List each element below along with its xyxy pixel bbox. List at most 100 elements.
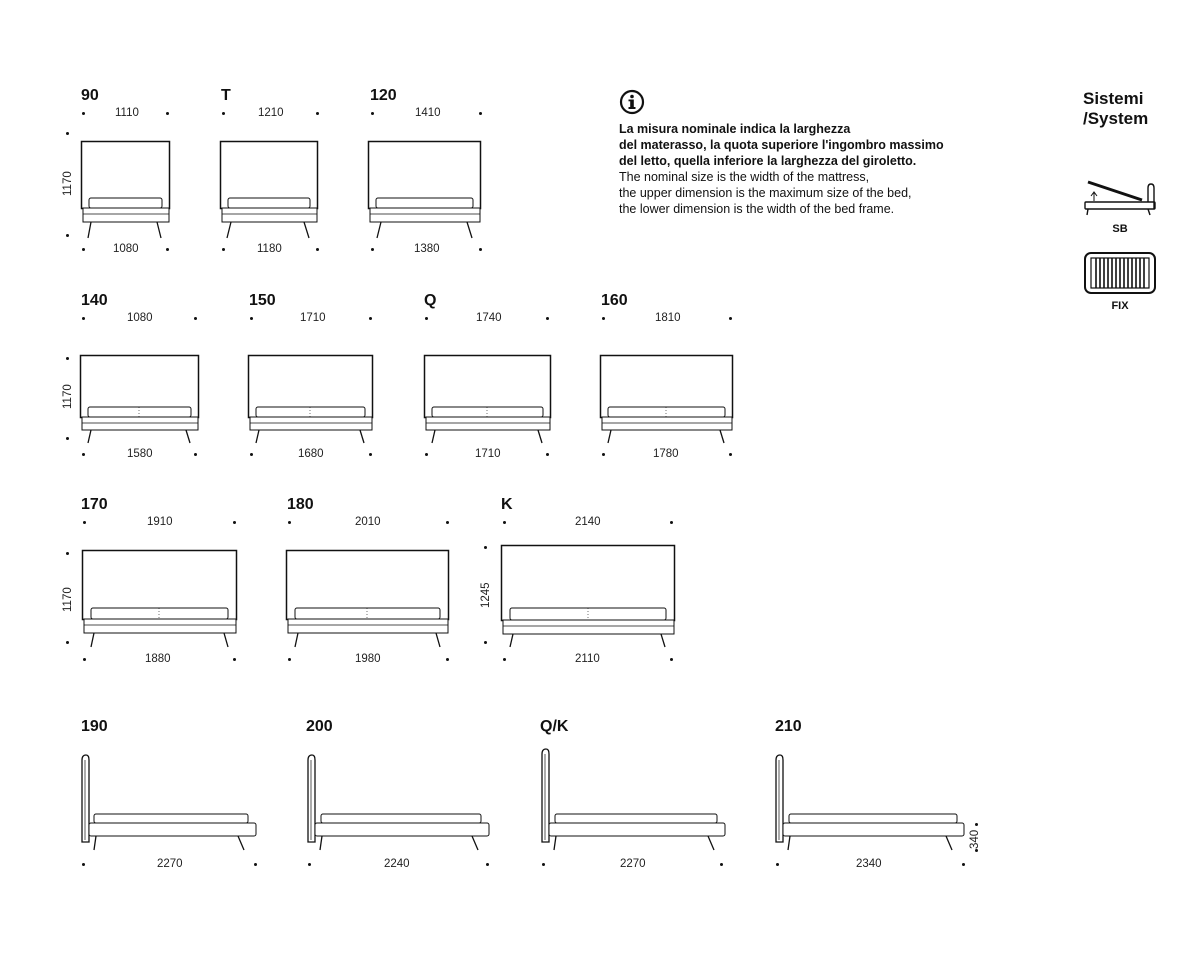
front-view-drawing: [79, 354, 200, 444]
size-code: 180: [287, 496, 314, 513]
dimension-dot: [486, 863, 489, 866]
front-view-drawing: [423, 354, 552, 444]
dimension-dot: [446, 658, 449, 661]
dimension-dot: [670, 521, 673, 524]
dimension-dot: [776, 863, 779, 866]
top-dimension: 1710: [300, 312, 326, 324]
info-line-it: del materasso, la quota superiore l'ingo…: [619, 138, 944, 152]
bottom-dimension: 1880: [145, 653, 171, 665]
info-line-it: del letto, quella inferiore la larghezza…: [619, 154, 917, 168]
size-code: T: [221, 87, 231, 104]
top-dimension: 1740: [476, 312, 502, 324]
dimension-dot: [66, 437, 69, 440]
dimension-dot: [82, 112, 85, 115]
size-code: K: [501, 496, 513, 513]
height-dimension: 1245: [480, 582, 492, 608]
dimension-dot: [720, 863, 723, 866]
front-view-drawing: [285, 549, 450, 648]
system-item-fix: FIX: [1083, 251, 1157, 312]
length-dimension: 2270: [620, 858, 646, 870]
dimension-dot: [729, 453, 732, 456]
top-dimension: 1080: [127, 312, 153, 324]
dimension-dot: [371, 112, 374, 115]
dimension-dot: [484, 546, 487, 549]
systems-title: Sistemi: [1083, 89, 1144, 108]
dimension-dot: [250, 453, 253, 456]
dimension-dot: [425, 317, 428, 320]
front-view-drawing: [81, 549, 238, 648]
dimension-dot: [83, 658, 86, 661]
dimension-dot: [446, 521, 449, 524]
dimension-dot: [602, 317, 605, 320]
info-line-it: La misura nominale indica la larghezza: [619, 122, 851, 136]
fixed-slats-icon: [1084, 252, 1156, 294]
length-dimension: 2240: [384, 858, 410, 870]
length-dimension: 2340: [856, 858, 882, 870]
dimension-dot: [546, 317, 549, 320]
dimension-dot: [308, 863, 311, 866]
size-code: Q/K: [540, 718, 569, 735]
front-view-drawing: [500, 544, 676, 648]
dimension-dot: [542, 863, 545, 866]
bottom-dimension: 1780: [653, 448, 679, 460]
dimension-dot: [484, 641, 487, 644]
top-dimension: 2140: [575, 516, 601, 528]
dimension-dot: [233, 521, 236, 524]
dimension-dot: [975, 849, 978, 852]
dimension-dot: [222, 248, 225, 251]
dimension-dot: [83, 521, 86, 524]
dimension-dot: [166, 248, 169, 251]
dimension-dot: [288, 521, 291, 524]
dimension-dot: [479, 112, 482, 115]
system-label: SB: [1112, 223, 1128, 235]
size-code: 90: [81, 87, 99, 104]
dimension-dot: [975, 823, 978, 826]
dimension-dot: [66, 357, 69, 360]
dimension-dot: [670, 658, 673, 661]
side-height-dimension: 340: [969, 829, 981, 849]
size-code: 120: [370, 87, 397, 104]
bottom-dimension: 1980: [355, 653, 381, 665]
system-label: FIX: [1111, 300, 1129, 312]
dimension-dot: [66, 132, 69, 135]
dimension-dot: [250, 317, 253, 320]
dimension-dot: [369, 317, 372, 320]
info-line-en: The nominal size is the width of the mat…: [619, 170, 870, 184]
dimension-dot: [371, 248, 374, 251]
dimension-dot: [82, 863, 85, 866]
length-dimension: 2270: [157, 858, 183, 870]
systems-subtitle: /System: [1083, 109, 1149, 128]
bottom-dimension: 1380: [414, 243, 440, 255]
size-code: Q: [424, 292, 437, 309]
dimension-dot: [194, 317, 197, 320]
info-icon: [619, 89, 645, 115]
front-view-drawing: [367, 140, 482, 239]
bottom-dimension: 1180: [257, 243, 282, 255]
dimension-dot: [233, 658, 236, 661]
bottom-dimension: 2110: [575, 653, 600, 665]
front-view-drawing: [599, 354, 734, 444]
size-code: 200: [306, 718, 333, 735]
size-code: 210: [775, 718, 802, 735]
bottom-dimension: 1680: [298, 448, 324, 460]
dimension-dot: [602, 453, 605, 456]
dimension-dot: [222, 112, 225, 115]
dimension-dot: [254, 863, 257, 866]
storage-bed-icon: [1084, 180, 1156, 216]
size-code: 170: [81, 496, 108, 513]
dimension-dot: [425, 453, 428, 456]
dimension-dot: [546, 453, 549, 456]
bottom-dimension: 1710: [475, 448, 501, 460]
dimension-dot: [66, 552, 69, 555]
bottom-dimension: 1080: [113, 243, 139, 255]
info-note: La misura nominale indica la larghezza d…: [619, 89, 979, 217]
front-view-drawing: [247, 354, 374, 444]
dimension-dot: [166, 112, 169, 115]
dimension-dot: [66, 641, 69, 644]
dimension-dot: [66, 234, 69, 237]
dimension-dot: [316, 248, 319, 251]
dimension-dot: [82, 248, 85, 251]
system-item-sb: SB: [1082, 178, 1158, 235]
top-dimension: 1110: [115, 107, 139, 119]
dimension-dot: [316, 112, 319, 115]
